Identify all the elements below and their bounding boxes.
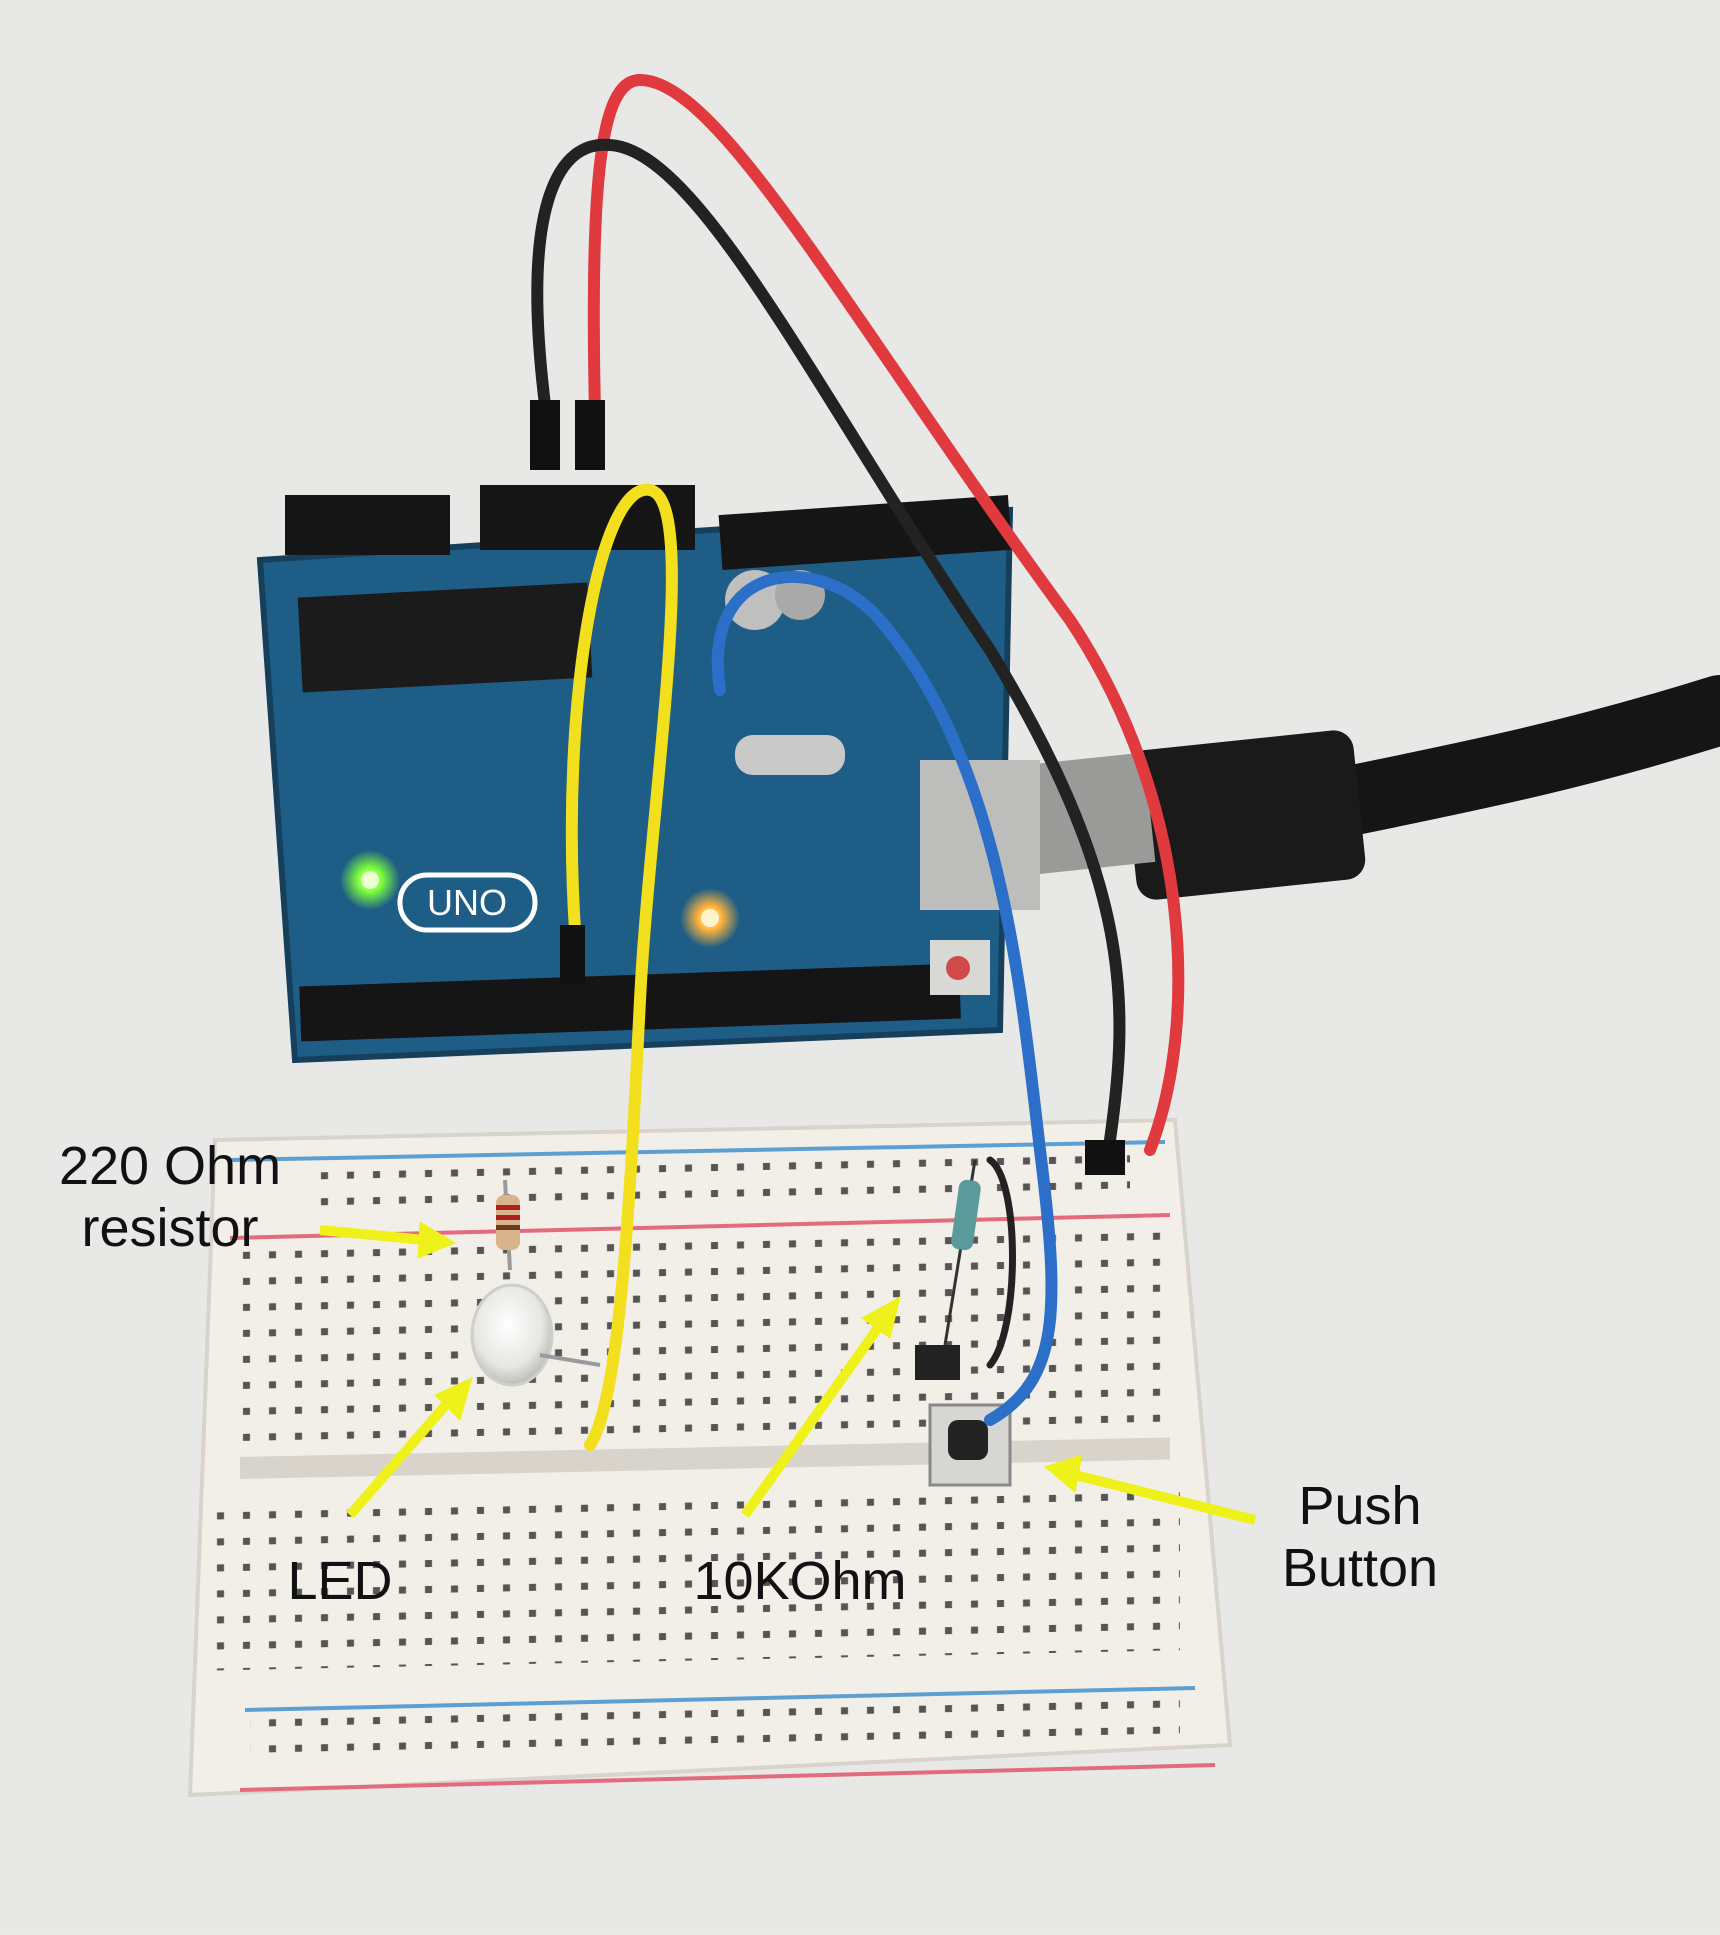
usb-jack xyxy=(920,760,1040,910)
arrow-push xyxy=(1073,1470,1257,1525)
pin13-led xyxy=(701,909,719,927)
arrow-resistor xyxy=(319,1225,426,1245)
power-led xyxy=(361,871,379,889)
black-short-wire xyxy=(986,1156,1016,1369)
arrow-head xyxy=(1043,1454,1083,1493)
uno-logo-frame xyxy=(397,872,538,933)
arrow-10k xyxy=(740,1322,885,1518)
microcontroller-chip xyxy=(297,582,593,693)
digital-header-bottom xyxy=(299,963,961,1042)
uno-logo-text: UNO xyxy=(427,882,507,923)
terminal-strip-lower xyxy=(215,1475,1180,1671)
arduino-board: UNO xyxy=(256,485,1040,1064)
jumper-wires xyxy=(530,73,1185,1451)
label-10k-ohm: 10KOhm xyxy=(693,1551,907,1611)
arrow-head xyxy=(434,1377,473,1421)
black-wire xyxy=(531,138,1126,1146)
rail-red-bottom xyxy=(239,1763,1216,1792)
arrow-head xyxy=(861,1296,901,1339)
arrow-head xyxy=(417,1221,457,1259)
yellow-wire xyxy=(565,483,678,1451)
annotation-arrows xyxy=(319,1221,1257,1525)
red-wire xyxy=(587,73,1185,1156)
digital-header-top xyxy=(718,494,1012,571)
terminal-strip-upper xyxy=(225,1230,1165,1451)
arrow-led xyxy=(346,1396,454,1519)
label-push-line1: Push xyxy=(1298,1476,1422,1536)
resistor-10k-body xyxy=(951,1179,981,1251)
resistor-220-body xyxy=(496,1195,520,1250)
analog-header xyxy=(285,495,450,555)
components xyxy=(470,1159,1012,1487)
label-push-button: Push Button xyxy=(1240,1475,1480,1599)
blue-wire xyxy=(711,571,1058,1426)
label-push-line2: Button xyxy=(1281,1538,1439,1598)
led-component xyxy=(470,1283,554,1387)
label-220-ohm-line2: resistor xyxy=(81,1198,259,1258)
label-220-ohm-line1: 220 Ohm xyxy=(58,1136,282,1196)
label-220-ohm-resistor: 220 Ohm resistor xyxy=(40,1135,300,1259)
crystal xyxy=(735,735,845,775)
rail-blue-bottom xyxy=(244,1686,1196,1712)
label-led: LED xyxy=(287,1551,393,1611)
